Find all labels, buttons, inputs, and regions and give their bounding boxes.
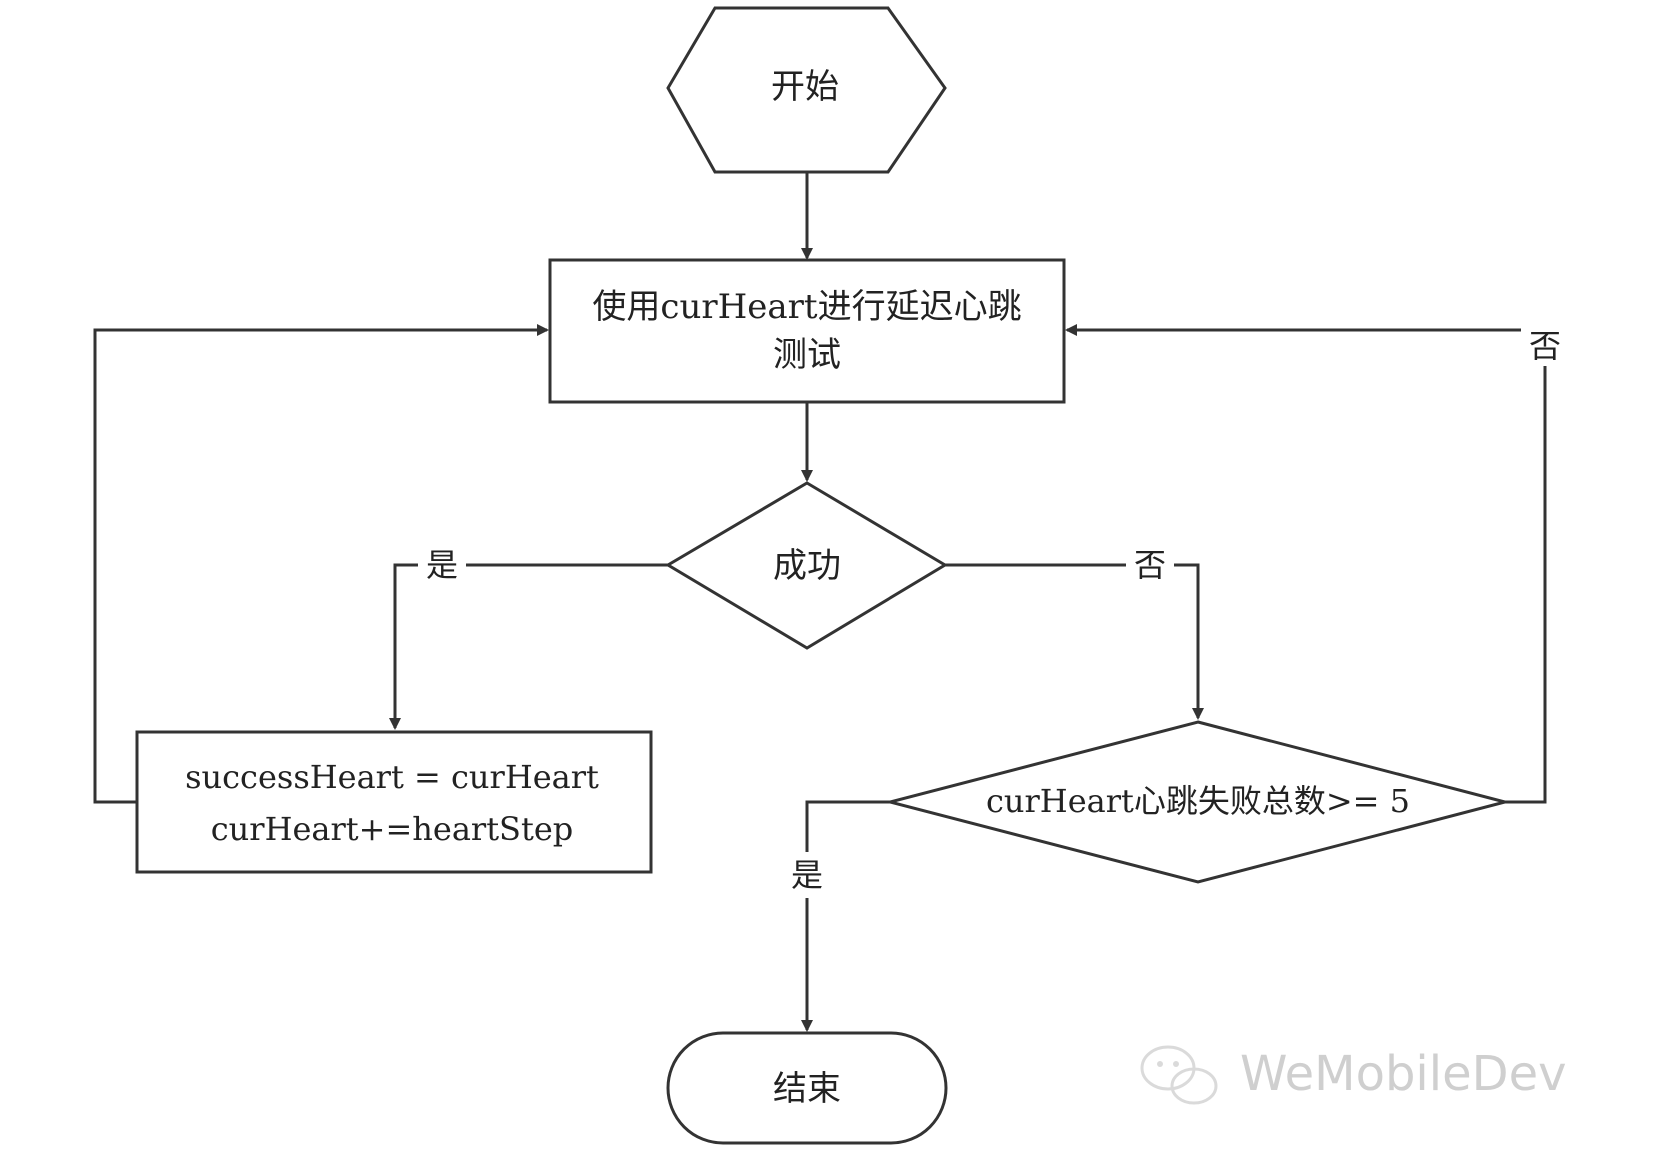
end-label: 结束 — [773, 1069, 841, 1109]
edge-label-bg-success-no — [1126, 540, 1174, 584]
update-process-line1: successHeart = curHeart — [185, 758, 599, 796]
wechat-logo-icon — [1140, 1045, 1218, 1105]
success-decision — [665, 481, 948, 650]
edge-label-bg-success-yes — [418, 540, 466, 584]
fail-check-label: curHeart心跳失败总数>= 5 — [986, 782, 1410, 820]
edge-success-no — [945, 563, 1204, 720]
test-process-box — [548, 258, 1066, 404]
start-node — [666, 6, 947, 174]
edge-label-bg-fail-no — [1521, 322, 1569, 366]
edge-fail-yes — [801, 800, 890, 1032]
test-process-line2: 测试 — [773, 335, 841, 375]
update-process-line2: curHeart+=heartStep — [211, 810, 574, 848]
test-process-line1: 使用curHeart进行延迟心跳 — [592, 287, 1021, 327]
edge-fail-no — [1065, 324, 1547, 804]
update-process-box — [135, 730, 653, 874]
fail-check-decision — [884, 720, 1511, 884]
edge-label-fail-yes: 是 — [791, 856, 823, 894]
edge-label-bg-fail-yes — [783, 852, 831, 898]
edge-label-success-no: 否 — [1134, 546, 1166, 584]
edge-update-to-test — [93, 324, 549, 804]
start-label: 开始 — [771, 67, 839, 107]
end-node — [666, 1031, 948, 1145]
edge-success-yes — [389, 563, 668, 730]
watermark-text: WeMobileDev — [1240, 1046, 1567, 1102]
success-label: 成功 — [773, 546, 841, 586]
edge-label-fail-no: 否 — [1529, 327, 1561, 365]
edge-label-success-yes: 是 — [426, 546, 458, 584]
